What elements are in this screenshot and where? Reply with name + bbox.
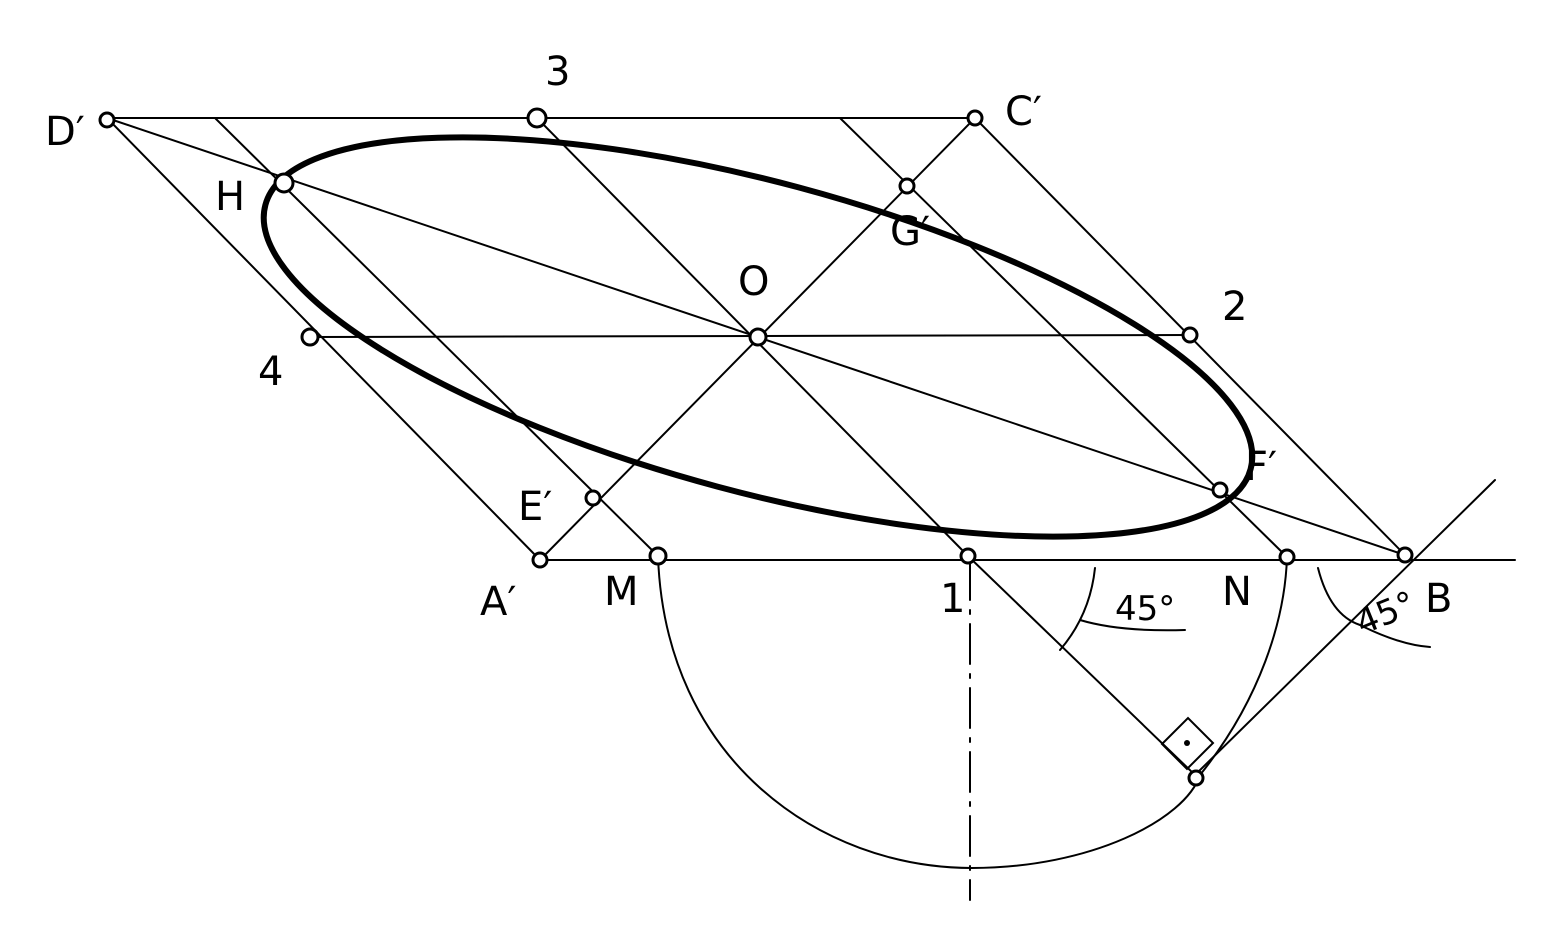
point-a [531, 551, 549, 569]
label-c: C′ [1005, 89, 1042, 135]
angle-label-left: 45° [1115, 589, 1175, 629]
point-f [1211, 481, 1229, 499]
point-e [584, 489, 602, 507]
label-a: A′ [480, 579, 516, 625]
label-g: G′ [890, 209, 930, 255]
angle-arc-left-leader [1079, 619, 1186, 632]
point-b [1396, 546, 1414, 564]
ellipse-curve [260, 134, 1256, 540]
construction-line-45-right [1194, 479, 1496, 776]
label-4: 4 [258, 349, 283, 395]
label-f: F′ [1245, 444, 1277, 490]
point-o [748, 327, 768, 347]
label-o: O [738, 259, 769, 305]
construction-line-45-left [967, 555, 1196, 776]
label-d: D′ [45, 109, 85, 155]
label-1: 1 [940, 576, 965, 622]
point-1 [959, 547, 977, 565]
label-n: N [1222, 569, 1252, 615]
label-2: 2 [1222, 284, 1247, 330]
right-angle-marker [1160, 716, 1215, 771]
angle-arc-left [1059, 567, 1096, 651]
label-m: M [604, 569, 639, 615]
point-bottom [1187, 769, 1205, 787]
label-3: 3 [545, 49, 570, 95]
point-m [648, 546, 668, 566]
point-d [98, 111, 116, 129]
right-angle-dot [1184, 740, 1190, 746]
aux-line-right [839, 117, 1288, 558]
point-2 [1181, 326, 1199, 344]
construction-arc [657, 555, 1288, 870]
label-b: B [1425, 576, 1452, 622]
label-e: E′ [518, 484, 552, 530]
point-4 [300, 327, 320, 347]
point-h [273, 172, 295, 194]
point-n [1278, 548, 1296, 566]
angle-arc-right [1317, 567, 1431, 648]
point-3 [526, 107, 548, 129]
label-h: H [215, 174, 245, 220]
point-c [966, 109, 984, 127]
angle-label-right: 45° [1350, 584, 1421, 644]
point-g [898, 177, 916, 195]
side-left [106, 117, 541, 561]
